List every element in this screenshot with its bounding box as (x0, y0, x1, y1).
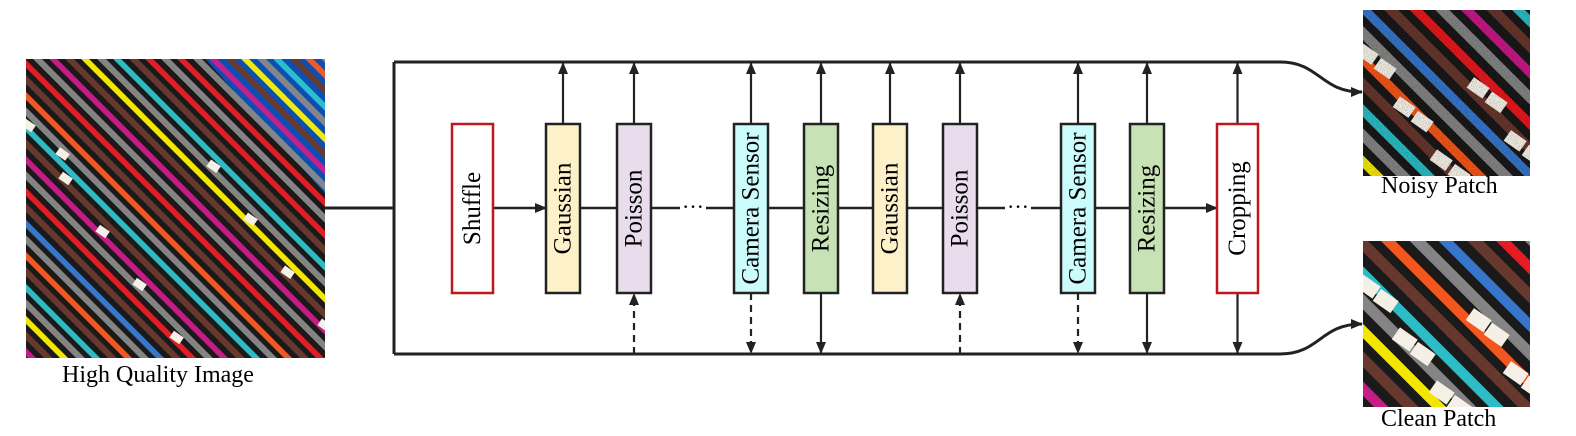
gaussian-box: Gaussian (871, 122, 909, 295)
shuffle-box: Shuffle (450, 122, 495, 295)
noisy-patch-caption: Noisy Patch (1381, 173, 1498, 199)
poisson-label: Poisson (947, 169, 974, 247)
poisson-label: Poisson (621, 169, 648, 247)
clean-output-bus (394, 319, 1363, 356)
operation-boxes: Shuffle Gaussian Poisson Camera Sensor Resiz… (450, 122, 1260, 295)
gaussian-label: Gaussian (877, 162, 904, 254)
high-quality-image (26, 59, 325, 358)
resizing-label: Resizing (808, 164, 835, 252)
noisy-output-bus (394, 60, 1363, 97)
ellipsis-2: ··· (1007, 194, 1029, 219)
gaussian-label: Gaussian (550, 162, 577, 254)
connectors (325, 60, 1363, 356)
resizing-label: Resizing (1134, 164, 1161, 252)
cropping-label: Cropping (1224, 161, 1251, 256)
clean-patch-image (1363, 241, 1530, 407)
camera-sensor-box: Camera Sensor (1059, 122, 1097, 295)
ellipsis-1: ··· (682, 194, 704, 219)
camera-sensor-label: Camera Sensor (1065, 132, 1092, 285)
cropping-box: Cropping (1215, 122, 1260, 295)
poisson-box: Poisson (941, 122, 979, 295)
resizing-box: Resizing (802, 122, 840, 295)
clean-patch-caption: Clean Patch (1381, 406, 1497, 432)
shuffle-label: Shuffle (459, 172, 486, 245)
resizing-box: Resizing (1128, 122, 1166, 295)
high-quality-image-caption: High Quality Image (62, 362, 254, 388)
noisy-patch-image (1363, 10, 1530, 176)
camera-sensor-label: Camera Sensor (738, 132, 765, 285)
vertical-connectors (558, 62, 1243, 354)
poisson-box: Poisson (615, 122, 653, 295)
camera-sensor-box: Camera Sensor (732, 122, 770, 295)
gaussian-box: Gaussian (544, 122, 582, 295)
